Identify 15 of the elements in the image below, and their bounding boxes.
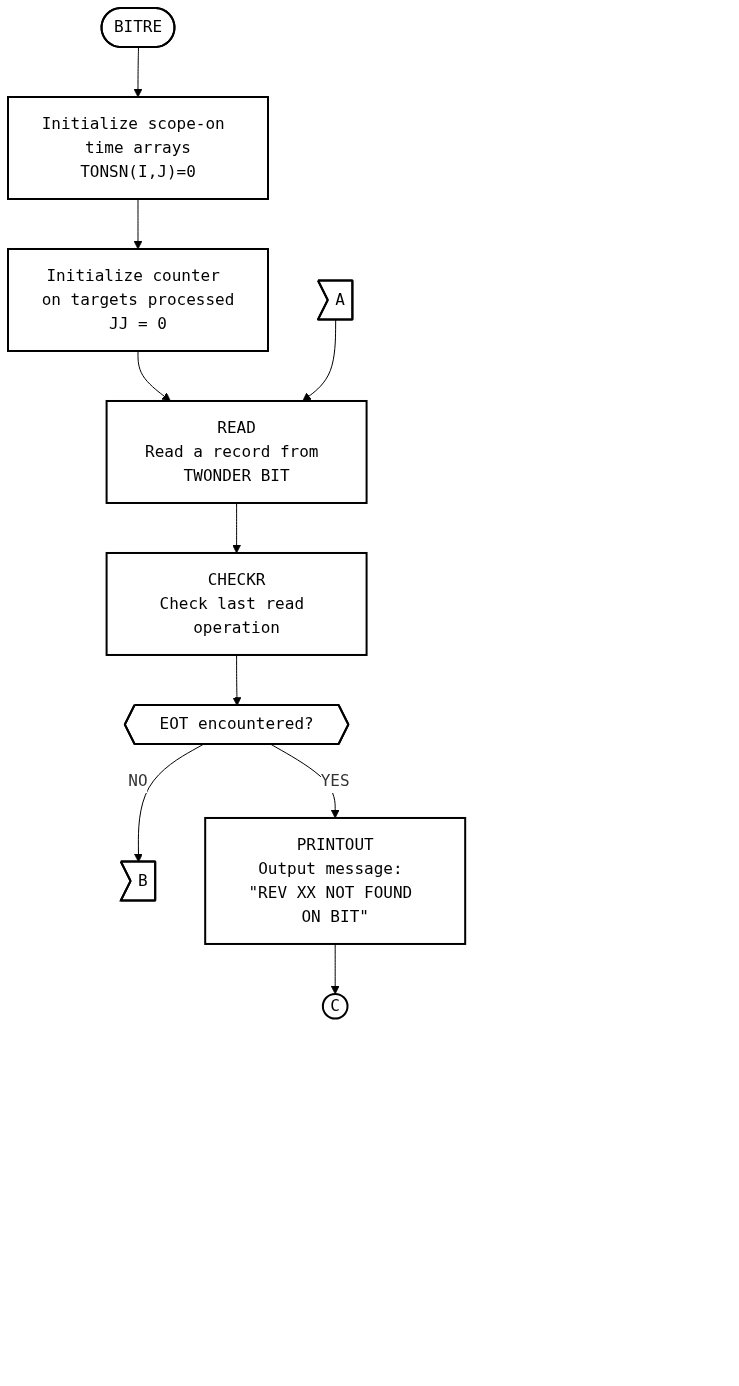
node-box: READ Read a record from TWONDER BIT — [105, 400, 368, 504]
arrow — [330, 943, 340, 995]
arrow — [302, 319, 337, 402]
node-box: Initialize scope-on time arrays TONSN(I,J)=0 — [7, 96, 269, 200]
arrow — [133, 47, 143, 98]
edge-label: NO — [128, 770, 148, 790]
arrow — [232, 502, 241, 554]
edge-label: YES — [320, 770, 350, 790]
arrow — [232, 654, 242, 706]
node-circle: C — [321, 992, 349, 1020]
arrow — [133, 198, 143, 250]
node-box: PRINTOUT Output message: "REV XX NOT FOUND ON BIT" — [204, 817, 467, 945]
node-box: CHECKR Check last read operation — [105, 552, 368, 656]
arrow — [137, 350, 171, 402]
node-box: Initialize counter on targets processed JJ = 0 — [7, 248, 269, 352]
